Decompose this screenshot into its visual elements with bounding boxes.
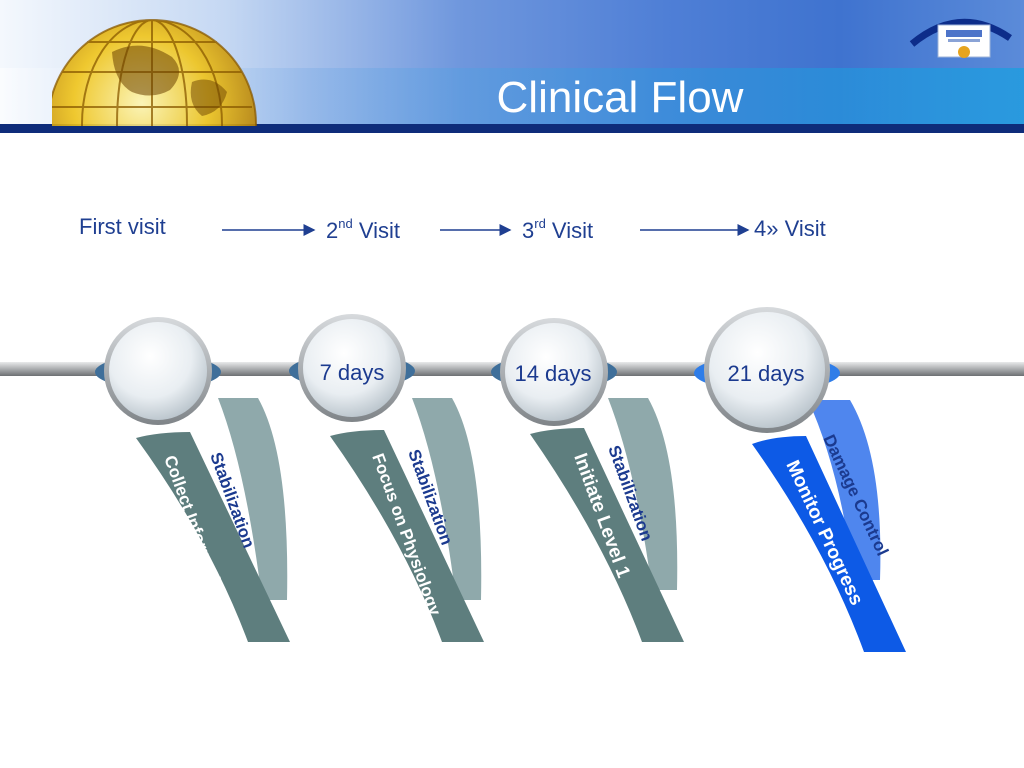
slide-title: Clinical Flow	[496, 73, 744, 122]
node-days: 14 days	[514, 361, 591, 386]
visit-label-second: 2nd Visit	[326, 215, 400, 244]
visit-ordinal: rd	[534, 215, 546, 231]
visit-number: First visit	[79, 214, 166, 239]
node-ball	[303, 319, 401, 417]
node-ball	[109, 322, 207, 420]
visit-number: 3	[522, 218, 535, 243]
milestone-tab	[608, 398, 678, 590]
milestone-4: 21 days Damage Control Monitor Progress	[694, 307, 906, 652]
visit-label-first: First visit	[79, 214, 166, 240]
visit-ordinal: nd	[338, 215, 353, 231]
globe-icon	[52, 19, 257, 126]
milestone-tab	[412, 398, 482, 600]
header-rule	[0, 124, 1024, 133]
milestone-ribbon	[136, 432, 290, 642]
node-days: 21 days	[727, 361, 804, 386]
milestone-2: 7 days Stabilization Focus on Physiology	[289, 314, 484, 642]
hope-logo-icon	[909, 18, 1012, 58]
node-ball	[709, 312, 825, 428]
node-ball	[505, 323, 603, 421]
visit-label-third: 3rd Visit	[522, 215, 594, 244]
visit-number: 4» Visit	[754, 216, 826, 241]
visit-word: Visit	[545, 218, 594, 243]
milestone-ribbon	[530, 428, 684, 642]
milestone-tab	[808, 400, 881, 580]
milestone-ribbon	[330, 430, 484, 642]
visit-word: Visit	[352, 218, 400, 243]
milestone-3: 14 days Stabilization Initiate Level 1	[491, 318, 684, 642]
node-days: 7 days	[320, 360, 385, 385]
milestone-1: Stabilization Collect Information	[95, 317, 290, 642]
milestone-ribbon	[752, 436, 906, 652]
visit-number: 2	[326, 218, 339, 243]
milestone-tab	[218, 398, 288, 600]
visit-label-fourth: 4» Visit	[754, 216, 826, 242]
